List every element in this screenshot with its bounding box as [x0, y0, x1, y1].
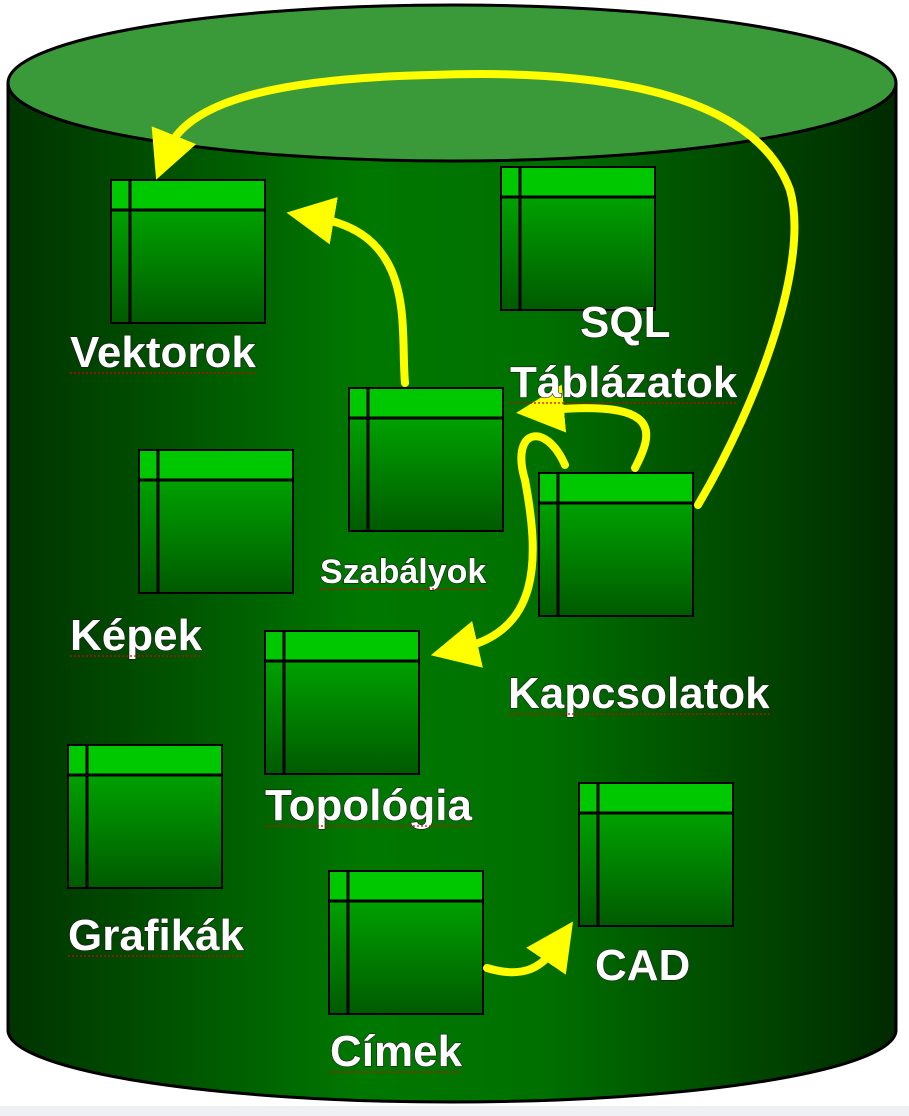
label-sql-line2: Táblázatok	[510, 358, 738, 407]
cylinder-top	[6, 3, 898, 163]
bottom-bar	[0, 1106, 909, 1116]
label-topologia: Topológia	[265, 781, 472, 830]
label-grafikak: Grafikák	[68, 911, 245, 960]
arrow-kapcsolatok-to-topologia	[430, 432, 569, 668]
arrow-cimek-to-cad	[483, 921, 574, 977]
label-cad: CAD	[595, 941, 690, 990]
table-icon-vektorok	[110, 179, 266, 324]
table-icon-szabalyok	[348, 387, 504, 532]
table-icon-kepek	[138, 449, 294, 594]
table-icon-cimek	[328, 870, 484, 1015]
table-icon-topologia	[264, 630, 420, 775]
label-kepek: Képek	[70, 611, 203, 660]
label-sql: SQL	[580, 298, 670, 347]
label-kapcsolatok: Kapcsolatok	[508, 669, 770, 718]
label-vektorok: Vektorok	[70, 328, 256, 377]
table-icon-cad	[578, 782, 734, 927]
label-szabalyok: Szabályok	[320, 553, 486, 591]
arrow-kapcsolatok-to-vektorok	[151, 70, 799, 509]
arrow-szabalyok-to-vektorok	[286, 197, 409, 387]
table-icon-sql	[500, 166, 656, 311]
label-cimek: Címek	[330, 1027, 463, 1076]
table-icon-kapcsolatok	[538, 472, 694, 617]
arrow-kapcsolatok-to-szabalyok	[516, 384, 651, 472]
table-icon-grafikak	[67, 744, 223, 889]
